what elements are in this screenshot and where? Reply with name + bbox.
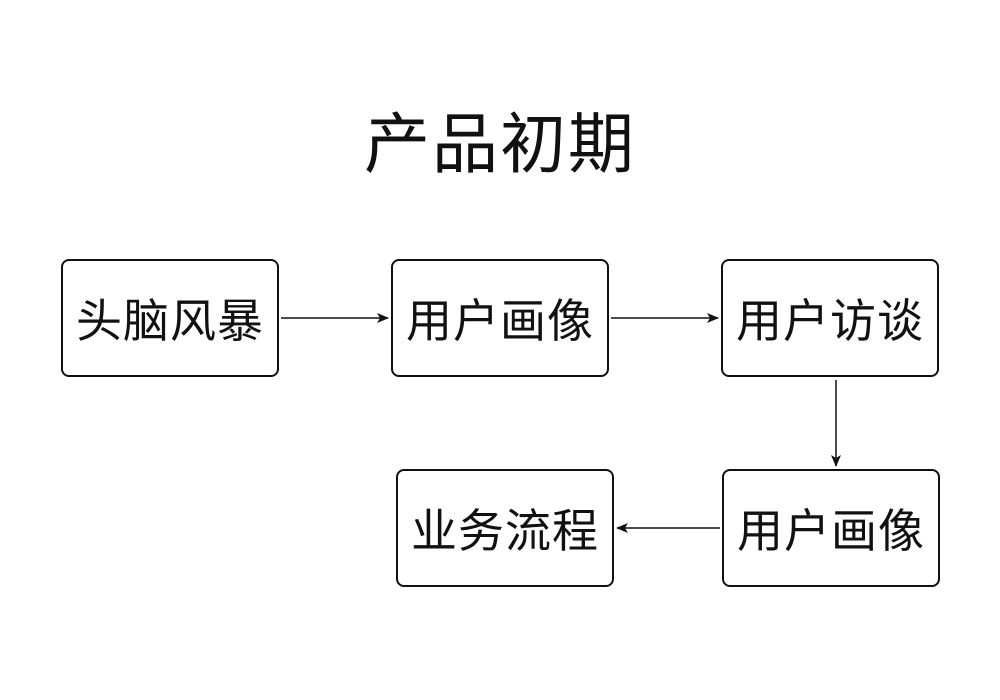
node-label: 业务流程	[411, 504, 599, 558]
node-user-persona-2: 用户画像	[722, 469, 940, 587]
node-business-flow: 业务流程	[396, 469, 614, 587]
node-user-interview: 用户访谈	[721, 259, 939, 377]
node-label: 用户画像	[406, 294, 594, 348]
node-label: 用户访谈	[736, 294, 924, 348]
node-user-persona: 用户画像	[391, 259, 609, 377]
diagram-title: 产品初期	[364, 106, 636, 183]
node-label: 用户画像	[737, 504, 925, 558]
node-label: 头脑风暴	[76, 294, 264, 348]
node-brainstorm: 头脑风暴	[61, 259, 279, 377]
